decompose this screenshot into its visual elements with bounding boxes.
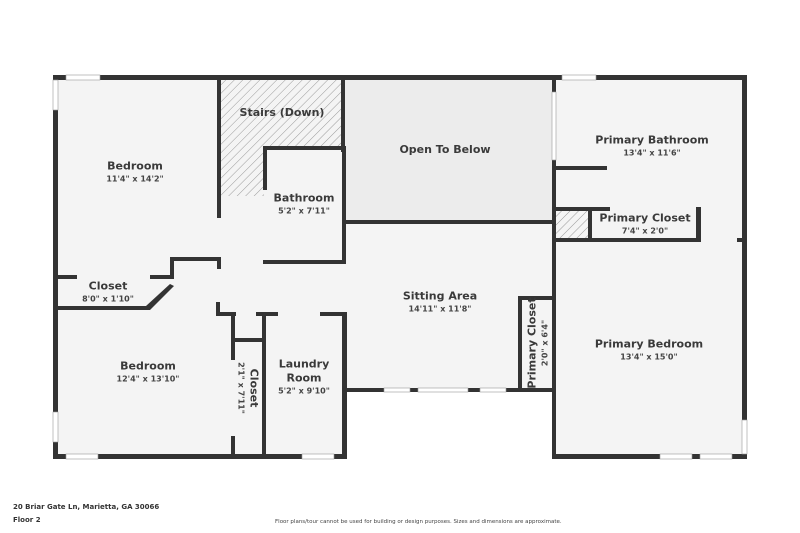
room-label-laundry-room: Laundry Room 5'2" x 9'10" [274, 358, 334, 397]
room-label-primary-closet-2: Primary Closet 2'0" x 6'4" [526, 297, 551, 388]
room-label-open-to-below: Open To Below [399, 143, 490, 157]
room-dimensions: 2'0" x 6'4" [540, 319, 550, 367]
disclaimer: Floor plans/tour cannot be used for buil… [275, 519, 562, 525]
floor-label: Floor 2 [13, 516, 41, 524]
room-name: Bedroom [107, 159, 163, 173]
room-dimensions: 14'11" x 11'8" [408, 304, 472, 314]
room-name: Primary Closet [599, 211, 691, 225]
room-label-bathroom: Bathroom 5'2" x 7'11" [274, 192, 335, 217]
room-label-bedroom-1: Bedroom 11'4" x 14'2" [106, 160, 163, 185]
room-label-stairs: Stairs (Down) [240, 106, 325, 120]
windows [52, 74, 748, 460]
room-name: Closet [88, 279, 128, 293]
room-name: Primary Closet [525, 297, 539, 389]
property-address: 20 Briar Gate Ln, Marietta, GA 30066 [13, 503, 160, 511]
room-name: Bedroom [120, 359, 176, 373]
room-name: Primary Bathroom [595, 133, 709, 147]
room-label-bedroom-2: Bedroom 12'4" x 13'10" [117, 360, 180, 385]
room-dimensions: 13'4" x 15'0" [620, 352, 678, 362]
room-name: Closet [247, 368, 261, 408]
room-name: Open To Below [399, 143, 491, 156]
room-dimensions: 12'4" x 13'10" [116, 374, 180, 384]
room-dimensions: 8'0" x 1'10" [82, 294, 134, 304]
room-dimensions: 5'2" x 9'10" [278, 386, 330, 396]
room-dimensions: 2'1" x 7'11" [236, 362, 246, 414]
room-label-closet-2: Closet 2'1" x 7'11" [236, 362, 261, 414]
room-name: Bathroom [273, 191, 335, 205]
open-to-below-area [345, 80, 553, 221]
closet-hatch [556, 210, 592, 238]
room-label-primary-bathroom: Primary Bathroom 13'4" x 11'6" [595, 134, 708, 159]
room-label-sitting-area: Sitting Area 14'11" x 11'8" [403, 290, 477, 315]
room-dimensions: 11'4" x 14'2" [106, 174, 164, 184]
room-name: Sitting Area [402, 289, 478, 303]
room-dimensions: 5'2" x 7'11" [278, 206, 330, 216]
room-label-primary-bedroom: Primary Bedroom 13'4" x 15'0" [595, 338, 703, 363]
room-name: Stairs (Down) [239, 106, 325, 119]
room-name: Laundry Room [278, 357, 330, 385]
room-name: Primary Bedroom [594, 337, 704, 351]
room-label-primary-closet-1: Primary Closet 7'4" x 2'0" [599, 212, 690, 237]
room-dimensions: 13'4" x 11'6" [623, 148, 681, 158]
room-label-closet-1: Closet 8'0" x 1'10" [82, 280, 134, 305]
room-dimensions: 7'4" x 2'0" [621, 226, 669, 236]
